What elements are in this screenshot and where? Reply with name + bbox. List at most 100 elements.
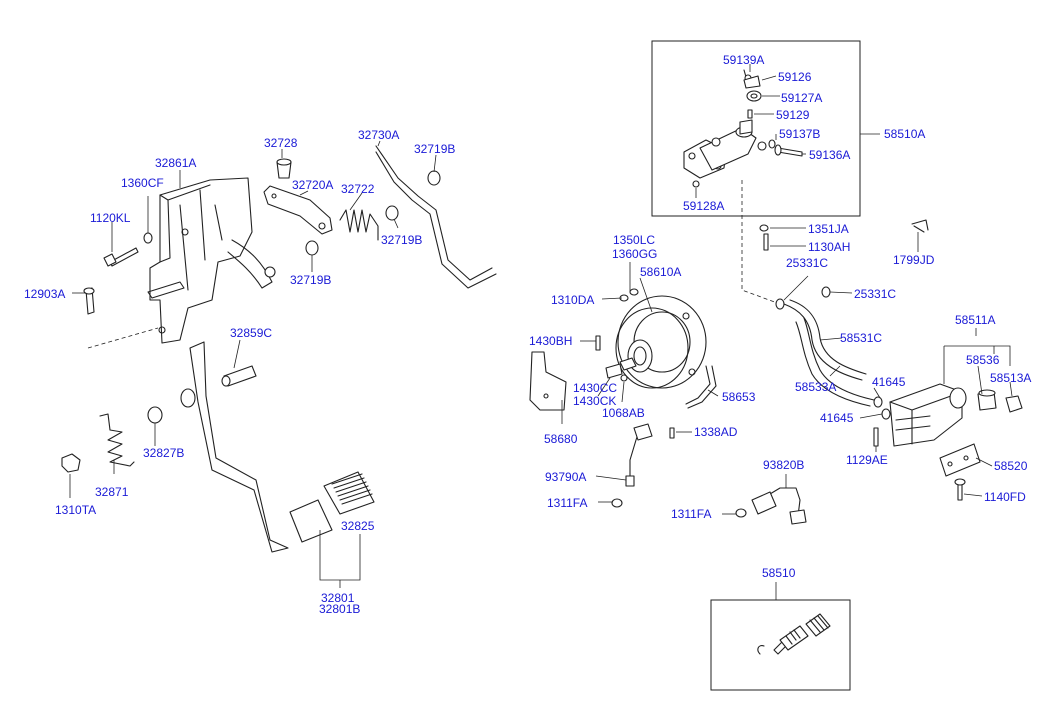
- label-32861A: 32861A: [155, 156, 196, 170]
- repair-kit-58510: [757, 613, 831, 655]
- label-32722: 32722: [341, 182, 375, 196]
- label-59137B: 59137B: [779, 127, 820, 141]
- spring-32722: [339, 209, 379, 241]
- clamps-41645: [873, 396, 891, 420]
- label-25331C-top: 25331C: [786, 256, 828, 270]
- seal-59129: [747, 109, 753, 119]
- label-1140FD: 1140FD: [984, 490, 1026, 504]
- leaders-right: [722, 227, 1013, 515]
- nut-59128A: [692, 180, 700, 188]
- clip-1799JD: [911, 219, 929, 233]
- label-32859C: 32859C: [230, 326, 272, 340]
- label-32730A: 32730A: [358, 128, 399, 142]
- label-58531C: 58531C: [840, 331, 882, 345]
- hose-58531C-58533A: [783, 299, 875, 407]
- label-1310DA: 1310DA: [551, 293, 594, 307]
- label-1799JD: 1799JD: [893, 253, 935, 267]
- label-59139A: 59139A: [723, 53, 764, 67]
- label-58510: 58510: [762, 566, 796, 580]
- nut-1310TA: [61, 453, 81, 473]
- label-32728: 32728: [264, 136, 298, 150]
- pin-1430BH: [595, 335, 601, 351]
- label-41645-a: 41645: [872, 375, 906, 389]
- lever-32720A: [263, 185, 333, 235]
- repair-kit-box: [710, 599, 851, 691]
- label-32825: 32825: [341, 519, 375, 533]
- label-32827B: 32827B: [143, 446, 184, 460]
- label-32801: 32801: [321, 591, 355, 605]
- leaders-left: [69, 140, 437, 588]
- label-1311FA-left: 1311FA: [547, 496, 587, 510]
- label-1430CK: 1430CK: [573, 394, 616, 408]
- label-1311FA-right: 1311FA: [671, 507, 711, 521]
- washer-59137B: [768, 139, 776, 149]
- bolt-1130AH: [763, 233, 769, 251]
- label-59127A: 59127A: [781, 91, 822, 105]
- clevis-1430CC: [605, 363, 623, 379]
- bushing-32827B: [147, 406, 163, 446]
- bolt-1140FD: [954, 478, 966, 501]
- cap-58513A: [1005, 395, 1023, 413]
- label-1430BH: 1430BH: [529, 334, 572, 348]
- label-1430CC: 1430CC: [573, 381, 617, 395]
- nut-1310DA: [619, 288, 639, 302]
- label-58680: 58680: [544, 432, 578, 446]
- label-25331C-right: 25331C: [854, 287, 896, 301]
- cap-58536: [977, 389, 997, 411]
- label-1129AE: 1129AE: [846, 453, 888, 467]
- clip-1068AB: [620, 374, 628, 382]
- label-59129: 59129: [776, 108, 810, 122]
- nut-1311FA-left: [611, 498, 623, 508]
- label-59136A: 59136A: [809, 148, 850, 162]
- bushing-32719B: [305, 170, 441, 256]
- label-1351JA: 1351JA: [808, 222, 849, 236]
- bracket-58680: [529, 351, 567, 411]
- pedal-bracket-32861A: [87, 177, 276, 349]
- pedal-arm-32859C: [180, 341, 289, 553]
- cap-59126: [743, 75, 761, 89]
- label-93790A: 93790A: [545, 470, 586, 484]
- bolt-1120KL: [103, 247, 139, 267]
- label-32871: 32871: [95, 485, 129, 499]
- label-58610A: 58610A: [640, 265, 681, 279]
- reservoir-58511A: [889, 383, 967, 447]
- leaders-box: [695, 64, 880, 198]
- pedal-pad-32825: [289, 471, 375, 543]
- label-32719B-mid: 32719B: [381, 233, 422, 247]
- label-93820B: 93820B: [763, 458, 804, 472]
- nut-1360CF: [143, 196, 153, 244]
- label-58536: 58536: [966, 353, 1000, 367]
- label-1338AD: 1338AD: [694, 425, 738, 439]
- label-32720A: 32720A: [292, 178, 333, 192]
- grommet-59127A: [746, 90, 762, 102]
- washer-1351JA: [759, 224, 769, 232]
- label-32801B: 32801B: [319, 602, 360, 616]
- label-59126: 59126: [778, 70, 812, 84]
- clamp-25331C: [775, 286, 831, 310]
- leaders-middle: [561, 262, 719, 503]
- label-58653: 58653: [722, 390, 756, 404]
- master-cylinder-box: [651, 40, 861, 217]
- label-1360CF: 1360CF: [121, 176, 164, 190]
- label-1310TA: 1310TA: [55, 503, 96, 517]
- bolt-1338AD: [669, 427, 675, 439]
- hose-58653: [685, 365, 717, 409]
- bolt-1129AE: [873, 427, 879, 447]
- label-32719B-low: 32719B: [290, 273, 331, 287]
- label-1068AB: 1068AB: [602, 406, 645, 420]
- label-59128A: 59128A: [683, 199, 724, 213]
- spring-32871: [99, 413, 135, 467]
- label-58510A: 58510A: [884, 127, 925, 141]
- master-cylinder-58510A: [683, 119, 767, 179]
- label-1350LC: 1350LC: [613, 233, 655, 247]
- label-1130AH: 1130AH: [808, 240, 850, 254]
- brake-booster-58610A: [615, 295, 707, 389]
- dashed-leader-master-to-hose: [741, 180, 781, 305]
- label-12903A: 12903A: [24, 287, 65, 301]
- part-labels: 32728 32730A 32719B 32861A 1360CF 32720A…: [24, 53, 1031, 616]
- bolt-12903A: [83, 287, 95, 315]
- label-58520: 58520: [994, 459, 1028, 473]
- stopper-32728: [276, 158, 292, 179]
- label-58533A: 58533A: [795, 380, 836, 394]
